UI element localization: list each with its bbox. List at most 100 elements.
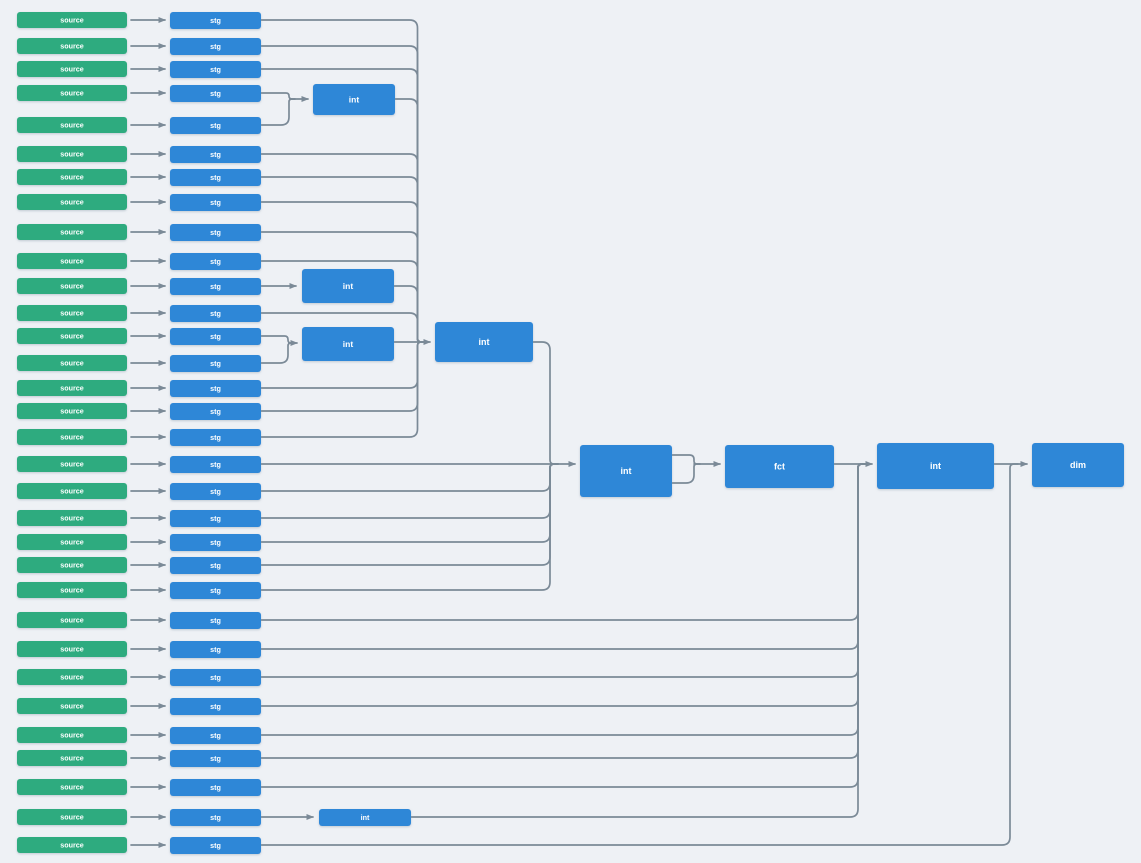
source-node[interactable]: source: [17, 61, 127, 77]
staging-node[interactable]: stg: [170, 38, 261, 55]
staging-node-box[interactable]: [170, 557, 261, 574]
source-node-box[interactable]: [17, 85, 127, 101]
staging-node[interactable]: stg: [170, 727, 261, 744]
staging-node[interactable]: stg: [170, 557, 261, 574]
source-node[interactable]: source: [17, 403, 127, 419]
source-node[interactable]: source: [17, 328, 127, 344]
staging-node[interactable]: stg: [170, 582, 261, 599]
staging-node-box[interactable]: [170, 61, 261, 78]
staging-node-box[interactable]: [170, 641, 261, 658]
staging-node[interactable]: stg: [170, 278, 261, 295]
staging-node-box[interactable]: [170, 534, 261, 551]
source-node-box[interactable]: [17, 403, 127, 419]
source-node-box[interactable]: [17, 698, 127, 714]
staging-node-box[interactable]: [170, 194, 261, 211]
staging-node-box[interactable]: [170, 12, 261, 29]
source-node[interactable]: source: [17, 355, 127, 371]
staging-node-box[interactable]: [170, 169, 261, 186]
source-node-box[interactable]: [17, 278, 127, 294]
staging-node-box[interactable]: [170, 727, 261, 744]
source-node[interactable]: source: [17, 429, 127, 445]
staging-node-box[interactable]: [170, 669, 261, 686]
staging-node-box[interactable]: [170, 483, 261, 500]
source-node[interactable]: source: [17, 380, 127, 396]
dimension-node[interactable]: dim: [1032, 443, 1124, 487]
staging-node-box[interactable]: [170, 750, 261, 767]
source-node[interactable]: source: [17, 534, 127, 550]
source-node-box[interactable]: [17, 557, 127, 573]
staging-node-box[interactable]: [170, 380, 261, 397]
source-node-box[interactable]: [17, 117, 127, 133]
source-node-box[interactable]: [17, 355, 127, 371]
fact-node[interactable]: fct: [725, 445, 834, 488]
staging-node[interactable]: stg: [170, 194, 261, 211]
source-node[interactable]: source: [17, 779, 127, 795]
staging-node-box[interactable]: [170, 355, 261, 372]
source-node-box[interactable]: [17, 380, 127, 396]
staging-node[interactable]: stg: [170, 117, 261, 134]
source-node[interactable]: source: [17, 224, 127, 240]
staging-node-box[interactable]: [170, 582, 261, 599]
intermediate-node-box[interactable]: [302, 327, 394, 361]
source-node-box[interactable]: [17, 750, 127, 766]
staging-node[interactable]: stg: [170, 612, 261, 629]
source-node-box[interactable]: [17, 12, 127, 28]
staging-node[interactable]: stg: [170, 328, 261, 345]
source-node-box[interactable]: [17, 253, 127, 269]
source-node-box[interactable]: [17, 61, 127, 77]
source-node[interactable]: source: [17, 641, 127, 657]
source-node-box[interactable]: [17, 224, 127, 240]
intermediate-node[interactable]: int: [313, 84, 395, 115]
staging-node[interactable]: stg: [170, 380, 261, 397]
intermediate-node[interactable]: int: [302, 327, 394, 361]
staging-node[interactable]: stg: [170, 698, 261, 715]
intermediate-node-box[interactable]: [313, 84, 395, 115]
staging-node-box[interactable]: [170, 278, 261, 295]
staging-node-box[interactable]: [170, 117, 261, 134]
source-node-box[interactable]: [17, 305, 127, 321]
staging-node-box[interactable]: [170, 224, 261, 241]
source-node-box[interactable]: [17, 582, 127, 598]
staging-node-box[interactable]: [170, 837, 261, 854]
source-node[interactable]: source: [17, 698, 127, 714]
staging-node[interactable]: stg: [170, 224, 261, 241]
staging-node[interactable]: stg: [170, 779, 261, 796]
staging-node[interactable]: stg: [170, 85, 261, 102]
source-node[interactable]: source: [17, 146, 127, 162]
staging-node-box[interactable]: [170, 429, 261, 446]
staging-node[interactable]: stg: [170, 809, 261, 826]
source-node-box[interactable]: [17, 534, 127, 550]
staging-node[interactable]: stg: [170, 12, 261, 29]
staging-node[interactable]: stg: [170, 146, 261, 163]
source-node-box[interactable]: [17, 669, 127, 685]
source-node[interactable]: source: [17, 612, 127, 628]
staging-node-box[interactable]: [170, 328, 261, 345]
source-node-box[interactable]: [17, 641, 127, 657]
staging-node-box[interactable]: [170, 253, 261, 270]
intermediate-node-box[interactable]: [435, 322, 533, 362]
staging-node[interactable]: stg: [170, 169, 261, 186]
staging-node-box[interactable]: [170, 779, 261, 796]
staging-node-box[interactable]: [170, 612, 261, 629]
source-node[interactable]: source: [17, 557, 127, 573]
staging-node-box[interactable]: [170, 305, 261, 322]
source-node-box[interactable]: [17, 612, 127, 628]
staging-node[interactable]: stg: [170, 483, 261, 500]
staging-node[interactable]: stg: [170, 403, 261, 420]
staging-node[interactable]: stg: [170, 429, 261, 446]
source-node-box[interactable]: [17, 837, 127, 853]
source-node-box[interactable]: [17, 779, 127, 795]
staging-node[interactable]: stg: [170, 355, 261, 372]
source-node-box[interactable]: [17, 510, 127, 526]
staging-node[interactable]: stg: [170, 510, 261, 527]
source-node-box[interactable]: [17, 429, 127, 445]
intermediate-node-box[interactable]: [302, 269, 394, 303]
source-node[interactable]: source: [17, 169, 127, 185]
source-node[interactable]: source: [17, 809, 127, 825]
source-node[interactable]: source: [17, 38, 127, 54]
intermediate-node[interactable]: int: [319, 809, 411, 826]
staging-node-box[interactable]: [170, 698, 261, 715]
source-node[interactable]: source: [17, 12, 127, 28]
source-node-box[interactable]: [17, 483, 127, 499]
staging-node[interactable]: stg: [170, 837, 261, 854]
